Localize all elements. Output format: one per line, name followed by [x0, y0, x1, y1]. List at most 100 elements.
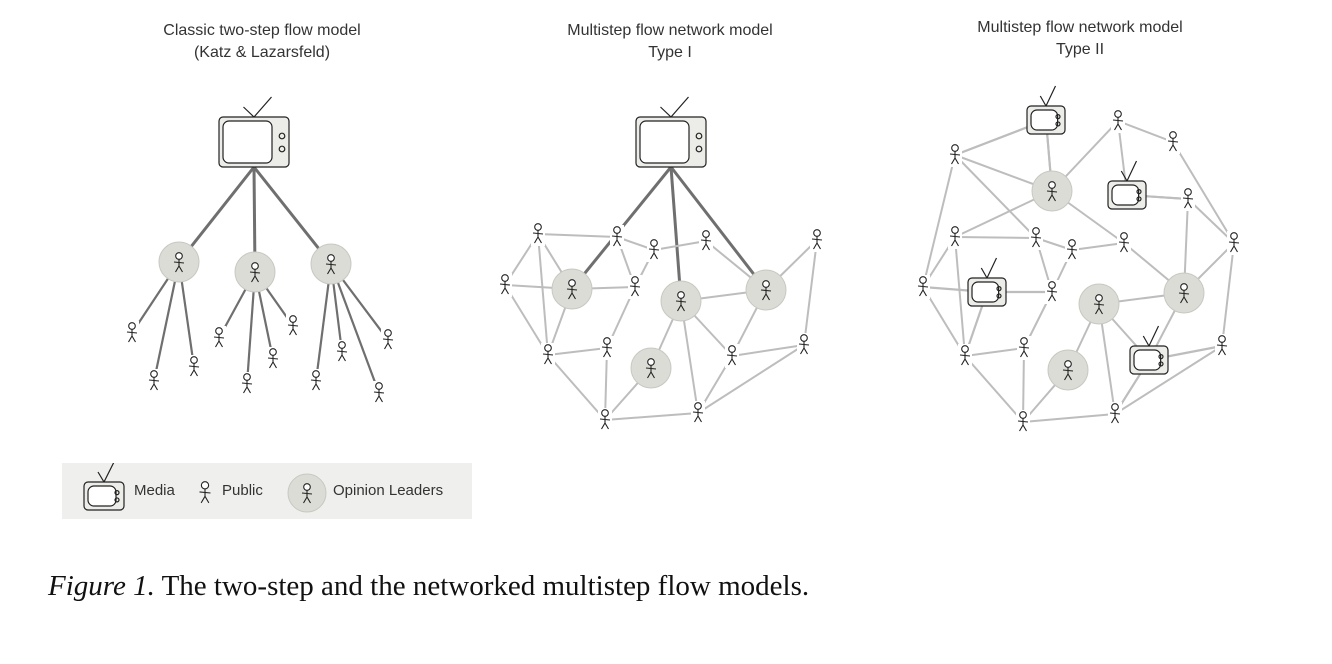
- person-icon: [645, 358, 657, 379]
- network-link: [1022, 347, 1025, 423]
- person-icon: [798, 334, 810, 355]
- legend-media-label: Media: [134, 482, 175, 499]
- network-link: [1187, 198, 1235, 244]
- person-icon: [700, 230, 712, 251]
- diagram-panel-3: [916, 85, 1241, 434]
- caption-text: The two-step and the networked multistep…: [154, 570, 810, 602]
- person-icon: [949, 144, 961, 165]
- person-icon: [188, 356, 200, 377]
- title-line-1: Classic two-step flow model: [163, 22, 361, 39]
- network-link: [1022, 413, 1116, 423]
- opinion-leader-node: [630, 347, 672, 389]
- person-icon: [336, 341, 348, 362]
- panel-title-type-2: Multistep flow network model Type II: [930, 17, 1230, 61]
- tv-media-icon: [635, 96, 707, 168]
- title-line-2: Type I: [648, 44, 692, 61]
- person-icon: [382, 329, 394, 350]
- opinion-leader-node: [551, 268, 593, 310]
- person-icon: [726, 345, 738, 366]
- person-icon: [241, 373, 253, 394]
- network-link: [964, 355, 1024, 423]
- tv-media-icon: [218, 96, 290, 168]
- person-icon: [601, 337, 613, 358]
- network-nodes: [916, 85, 1241, 434]
- opinion-leader-node: [660, 280, 702, 322]
- network-link: [1071, 242, 1125, 251]
- person-icon: [213, 327, 225, 348]
- person-icon: [1046, 181, 1058, 202]
- person-icon: [1017, 411, 1029, 432]
- tv-media-icon: [1129, 325, 1169, 375]
- person-icon: [629, 276, 641, 297]
- network-link: [697, 344, 805, 414]
- person-icon: [811, 229, 823, 250]
- person-icon: [499, 274, 511, 295]
- caption-label: Figure 1.: [48, 570, 155, 602]
- legend-icons: [83, 463, 327, 513]
- media-link: [252, 166, 333, 265]
- network-nodes: [125, 96, 395, 405]
- person-icon: [542, 344, 554, 365]
- person-icon: [566, 279, 578, 300]
- figure-caption: Figure 1. The two-step and the networked…: [48, 570, 809, 603]
- person-icon: [148, 370, 160, 391]
- network-link: [537, 233, 618, 238]
- tv-media-icon: [1107, 160, 1147, 210]
- network-link: [954, 236, 1037, 239]
- person-icon: [1062, 360, 1074, 381]
- network-link: [1114, 345, 1223, 415]
- person-icon: [1228, 232, 1240, 253]
- panel-title-two-step: Classic two-step flow model (Katz & Laza…: [112, 20, 412, 64]
- network-link: [1117, 120, 1174, 143]
- network-link: [803, 239, 818, 346]
- panel-title-type-1: Multistep flow network model Type I: [520, 20, 820, 64]
- person-icon: [1167, 131, 1179, 152]
- person-icon: [1182, 188, 1194, 209]
- network-link: [731, 344, 805, 357]
- diagram-panel-1: [125, 96, 395, 405]
- network-link: [504, 284, 549, 356]
- network-link: [1172, 141, 1235, 244]
- network-link: [604, 412, 699, 421]
- person-icon: [949, 226, 961, 247]
- person-icon: [959, 345, 971, 366]
- title-line-2: (Katz & Lazarsfeld): [193, 44, 331, 61]
- tv-media-icon: [1026, 85, 1066, 135]
- person-icon: [692, 402, 704, 423]
- person-icon: [1118, 232, 1130, 253]
- network-link: [547, 347, 608, 356]
- person-icon: [1216, 335, 1228, 356]
- legend-leaders-label: Opinion Leaders: [333, 482, 444, 499]
- title-line-1: Multistep flow network model: [567, 22, 773, 39]
- opinion-leader-node: [745, 269, 787, 311]
- person-icon: [249, 262, 261, 283]
- opinion-leader-node: [1163, 272, 1205, 314]
- network-link: [547, 354, 606, 421]
- person-icon: [1018, 337, 1030, 358]
- person-icon: [917, 276, 929, 297]
- person-icon: [675, 291, 687, 312]
- network-link: [329, 263, 381, 394]
- person-icon: [611, 226, 623, 247]
- title-line-1: Multistep flow network model: [977, 19, 1183, 36]
- network-link: [1221, 242, 1235, 347]
- person-icon: [1112, 110, 1124, 131]
- network-edges: [131, 166, 389, 394]
- media-link: [669, 166, 768, 291]
- network-link: [537, 233, 549, 356]
- person-icon: [1030, 227, 1042, 248]
- opinion-leader-node: [1078, 283, 1120, 325]
- person-icon: [199, 481, 211, 504]
- person-icon: [1046, 281, 1058, 302]
- title-line-2: Type II: [1055, 41, 1105, 58]
- network-link: [954, 236, 966, 357]
- person-icon: [648, 239, 660, 260]
- person-icon: [325, 254, 337, 275]
- person-icon: [301, 483, 313, 504]
- network-nodes: [498, 96, 824, 432]
- person-icon: [310, 370, 322, 391]
- person-icon: [760, 280, 772, 301]
- media-link: [669, 166, 683, 302]
- opinion-leader-node: [1031, 170, 1073, 212]
